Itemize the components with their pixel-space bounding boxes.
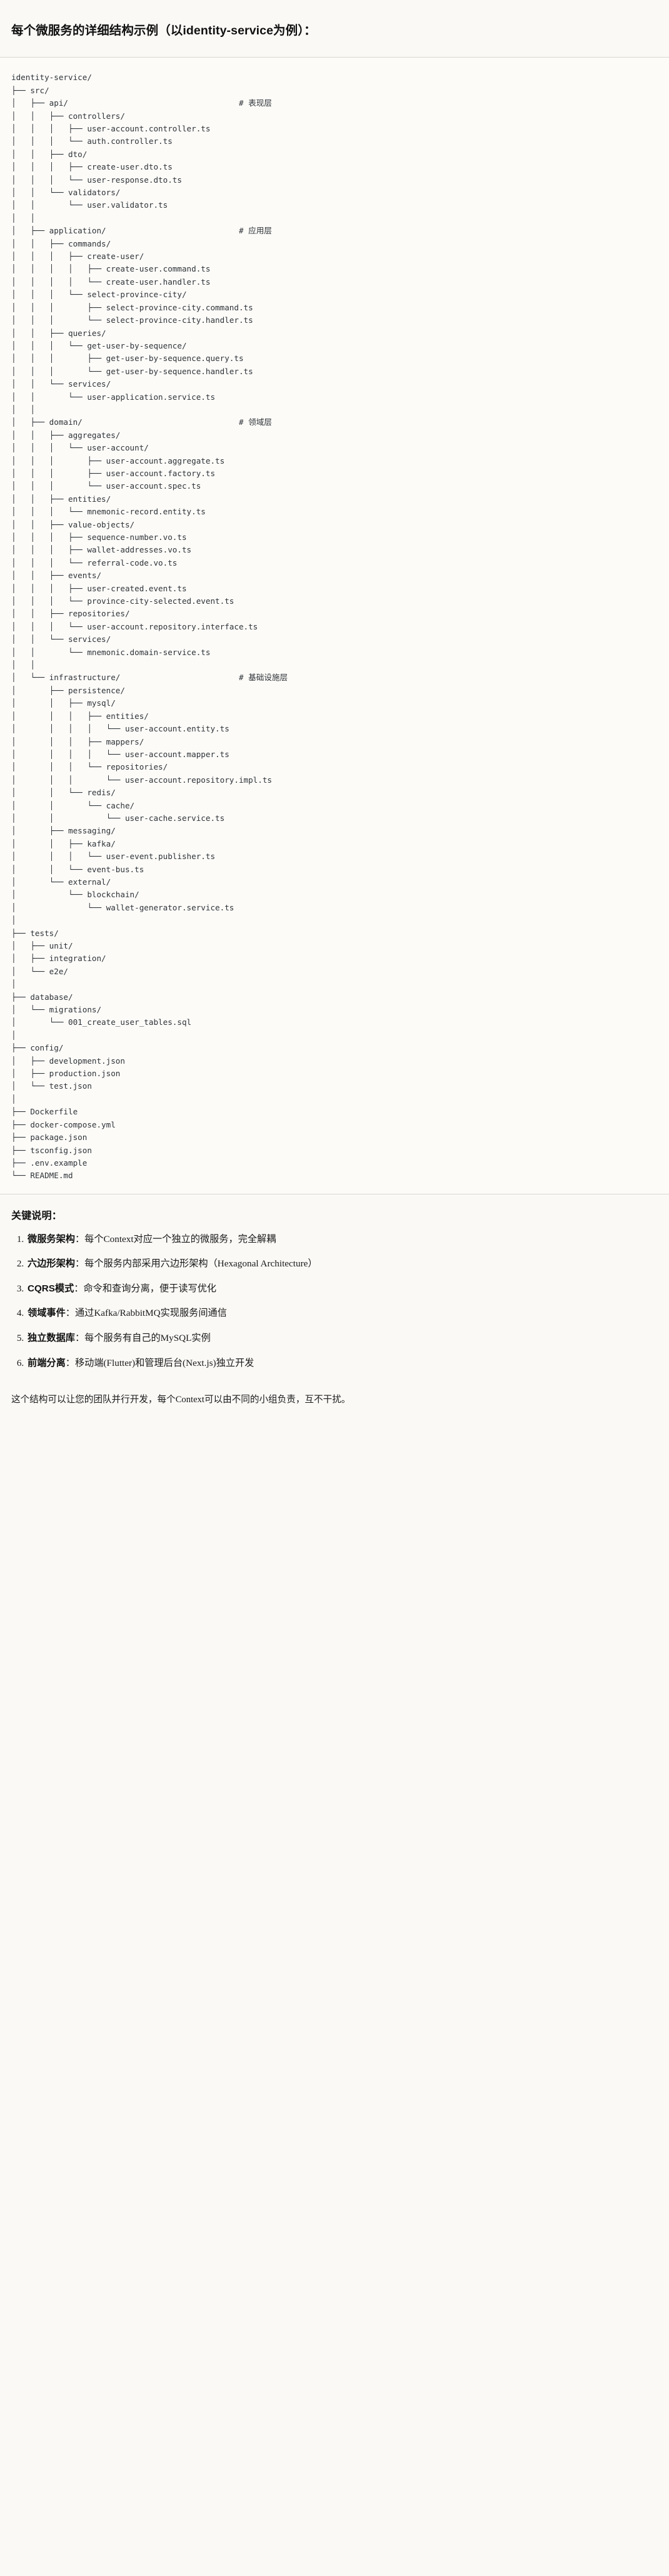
directory-tree: identity-service/ ├── src/ │ ├── api/ # …	[11, 73, 288, 1181]
key-point-separator: ：	[65, 1308, 75, 1319]
key-point-term: 前端分离	[28, 1357, 66, 1368]
key-point-separator: ：	[74, 1258, 85, 1270]
key-point-description: 移动端(Flutter)和管理后台(Next.js)独立开发	[74, 1357, 254, 1368]
key-point-term: 独立数据库	[28, 1332, 75, 1343]
document-page: 每个微服务的详细结构示例（以identity-service为例）： ident…	[0, 8, 669, 1422]
key-point-separator: ：	[74, 1233, 85, 1245]
key-point-term: 微服务架构	[28, 1233, 75, 1245]
list-item: 前端分离：移动端(Flutter)和管理后台(Next.js)独立开发	[26, 1356, 658, 1371]
directory-tree-block: identity-service/ ├── src/ │ ├── api/ # …	[0, 58, 669, 1194]
key-point-separator: ：	[74, 1283, 84, 1294]
key-point-term: 六边形架构	[28, 1258, 75, 1270]
list-item: 六边形架构：每个服务内部采用六边形架构（Hexagonal Architectu…	[26, 1256, 658, 1271]
list-item: 微服务架构：每个Context对应一个独立的微服务，完全解耦	[26, 1232, 658, 1247]
page-title: 每个微服务的详细结构示例（以identity-service为例）：	[11, 24, 316, 38]
key-point-description: 每个服务内部采用六边形架构（Hexagonal Architecture）	[84, 1258, 318, 1270]
title-divider	[0, 57, 669, 58]
key-point-description: 通过Kafka/RabbitMQ实现服务间通信	[74, 1308, 227, 1319]
key-point-term: 领域事件	[28, 1308, 66, 1319]
list-item: CQRS模式：命令和查询分离，便于读写优化	[26, 1281, 658, 1296]
key-point-separator: ：	[74, 1332, 85, 1343]
key-points-heading: 关键说明：	[11, 1210, 63, 1221]
key-points-list: 微服务架构：每个Context对应一个独立的微服务，完全解耦 六边形架构：每个服…	[11, 1232, 658, 1370]
key-points-section: 关键说明： 微服务架构：每个Context对应一个独立的微服务，完全解耦 六边形…	[0, 1194, 669, 1387]
list-item: 领域事件：通过Kafka/RabbitMQ实现服务间通信	[26, 1306, 658, 1321]
key-point-description: 每个服务有自己的MySQL实例	[84, 1332, 211, 1343]
key-point-description: 命令和查询分离，便于读写优化	[83, 1283, 217, 1294]
closing-paragraph: 这个结构可以让您的团队并行开发，每个Context可以由不同的小组负责，互不干扰…	[11, 1395, 351, 1405]
key-point-term: CQRS模式	[28, 1283, 74, 1294]
list-item: 独立数据库：每个服务有自己的MySQL实例	[26, 1331, 658, 1346]
key-point-description: 每个Context对应一个独立的微服务，完全解耦	[84, 1233, 276, 1245]
key-point-separator: ：	[65, 1357, 75, 1368]
